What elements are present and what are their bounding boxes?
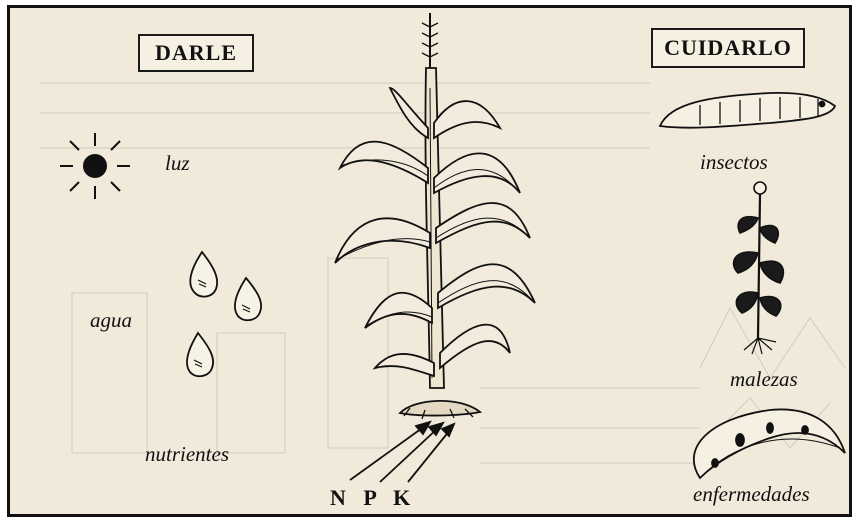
insect-larva-icon [660,93,835,128]
weed-plant-icon [734,182,784,354]
illustration-frame: DARLE CUIDARLO luz agua nutrientes insec… [7,5,852,517]
corn-plant-drawing [335,13,535,419]
water-drops-icon [187,252,261,376]
nutrient-arrows [350,422,454,482]
diseased-leaf-icon [694,409,845,478]
drawings-layer [10,8,852,517]
sun-icon [60,133,130,199]
